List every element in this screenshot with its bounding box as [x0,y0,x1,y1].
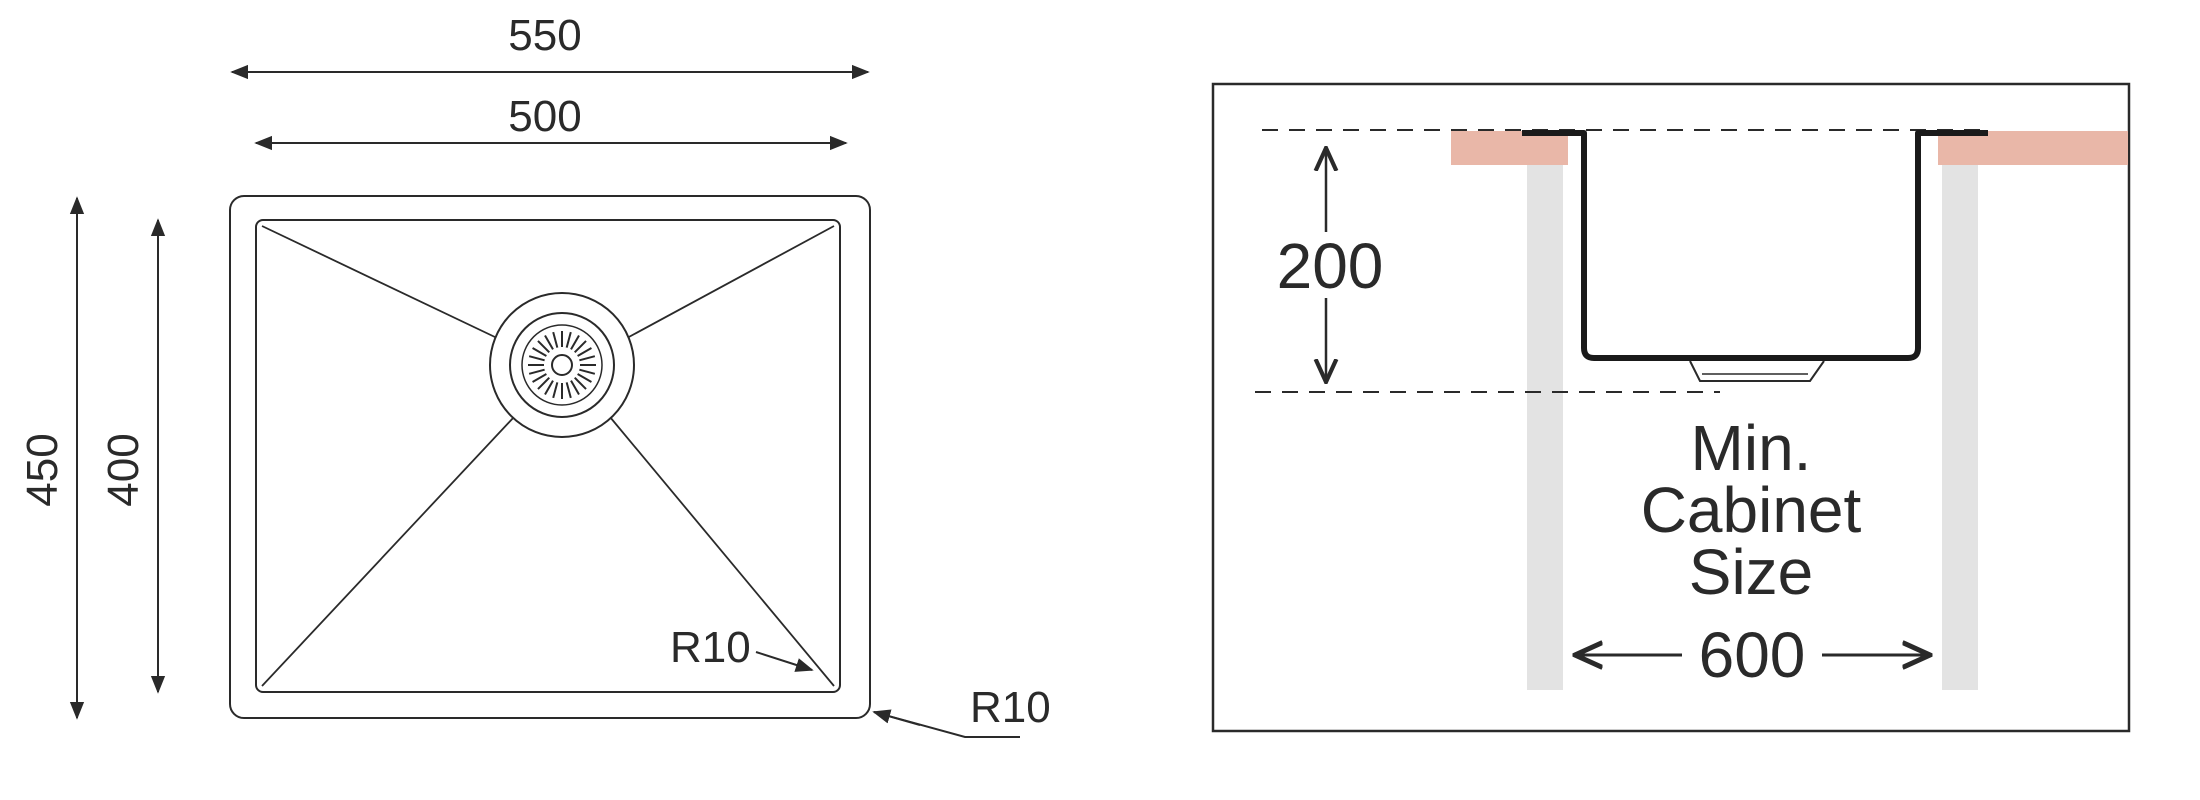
drain-slot [577,347,592,357]
drain-slot [552,331,559,348]
drain-slot [574,377,587,390]
drain-slot [577,373,592,383]
drain-slot [570,380,580,395]
cabinet-width-label: 600 [1699,619,1806,691]
drain-slot [528,355,545,362]
overall-depth-label: 450 [18,433,67,506]
drain-slot [579,368,596,375]
sink-profile [1522,130,1988,361]
drain-strainer [489,292,635,438]
drain-slot [532,347,547,357]
countertop-left [1451,131,1568,165]
drain-slot [565,382,572,399]
drain-slot [544,380,554,395]
inner-corner-radius-label: R10 [670,623,751,672]
inner-corner-radius-leader [755,651,814,672]
countertop-right [1938,131,2128,165]
inner-depth-label: 400 [99,433,148,506]
sink-inner-bowl [255,219,841,693]
cabinet-label-line1: Min. [1691,412,1812,484]
cabinet-label-line2: Cabinet [1641,474,1862,546]
drain-slot [544,335,554,350]
cabinet-side-right [1942,165,1978,690]
drain-slot [565,331,572,348]
bowl-depth-label: 200 [1277,230,1384,302]
overall-width-label: 550 [508,11,581,60]
drain-slot [537,340,550,353]
installation-frame [1211,82,2131,733]
outer-corner-radius-label: R10 [970,683,1051,732]
drain-slot [574,340,587,353]
drain-slot [532,373,547,383]
installation-view: 200 Min. Cabinet Size 600 [1211,82,2131,733]
drain-slot [552,382,559,399]
inner-width-label: 500 [508,92,581,141]
top-view: 550 500 450 400 R10 R10 [18,11,1051,738]
sink-outer-rim [229,195,871,719]
cabinet-side-left [1527,165,1563,690]
drain-slot [570,335,580,350]
drain-outlet [1689,360,1825,382]
drain-slot [537,377,550,390]
drain-slot [579,355,596,362]
drain-slot [528,368,545,375]
bowl-slope-lines [261,225,835,687]
cabinet-label-line3: Size [1689,536,1814,608]
